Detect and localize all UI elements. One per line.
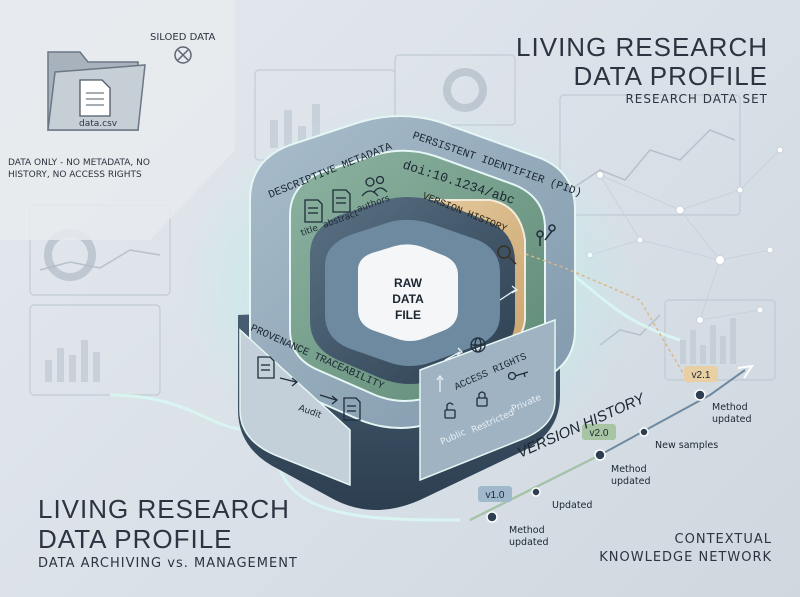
version-2-note-line2: updated <box>611 476 651 487</box>
csv-file-name: data.csv <box>79 119 118 129</box>
main-subtitle: RESEARCH DATA SET <box>625 92 768 106</box>
version-badge-2[interactable]: v2.0 <box>582 424 616 440</box>
version-3-note-line1: Method <box>712 402 748 413</box>
new-samples-note: New samples <box>655 440 718 451</box>
bottom-subtitle: DATA ARCHIVING vs. MANAGEMENT <box>38 556 298 571</box>
version-badge-2-label: v2.0 <box>590 428 609 439</box>
siloed-data-label: SILOED DATA <box>150 32 216 43</box>
knowledge-network-line2: KNOWLEDGE NETWORK <box>599 550 772 565</box>
version-badge-3[interactable]: v2.1 <box>684 366 718 382</box>
lock-icon <box>476 391 488 407</box>
audit-doc-icon <box>343 397 361 421</box>
magnifier-icon <box>497 245 517 265</box>
siloed-caption-line1: DATA ONLY - NO METADATA, NO <box>8 158 150 168</box>
version-node-2[interactable] <box>594 449 606 461</box>
siloed-caption-line2: HISTORY, NO ACCESS RIGHTS <box>8 170 142 180</box>
title-doc-icon <box>304 199 323 223</box>
raw-data-core <box>358 244 458 341</box>
knowledge-network-graph <box>586 146 784 324</box>
knowledge-network-line1: CONTEXTUAL <box>674 532 772 547</box>
sync-arrows-icon <box>436 285 519 392</box>
version-1-note-line2: updated <box>509 537 549 548</box>
update-node-1[interactable] <box>531 487 541 497</box>
bottom-title-line1: LIVING RESEARCH <box>38 494 290 524</box>
main-title-line2: DATA PROFILE <box>573 61 768 91</box>
version-node-3[interactable] <box>694 389 706 401</box>
lock-open-icon <box>444 402 456 419</box>
fork-icon <box>536 224 556 246</box>
key-icon <box>507 371 529 381</box>
version-node-1[interactable] <box>486 511 498 523</box>
version-badge-1[interactable]: v1.0 <box>478 486 512 502</box>
update-node-2[interactable] <box>639 427 649 437</box>
csv-file-icon <box>79 79 111 117</box>
provenance-band <box>239 328 351 487</box>
version-badge-1-label: v1.0 <box>486 490 505 501</box>
main-title-line1: LIVING RESEARCH <box>516 32 768 62</box>
audit-arrow-icon <box>279 377 339 405</box>
version-1-note-line1: Method <box>509 525 545 536</box>
provenance-doc-icon <box>257 356 275 379</box>
bottom-title-line2: DATA PROFILE <box>38 524 233 554</box>
blocked-icon <box>174 46 192 64</box>
core-label-raw: RAW <box>394 276 423 290</box>
version-2-note-line1: Method <box>611 464 647 475</box>
version-timeline <box>469 364 755 523</box>
abstract-doc-icon <box>332 189 351 213</box>
core-label-data: DATA <box>392 292 424 306</box>
globe-icon <box>470 337 486 353</box>
authors-icon <box>361 175 388 197</box>
version-badge-3-label: v2.1 <box>692 370 711 381</box>
version-3-note-line2: updated <box>712 414 752 425</box>
core-label-file: FILE <box>395 308 421 322</box>
updated-note: Updated <box>552 500 592 511</box>
